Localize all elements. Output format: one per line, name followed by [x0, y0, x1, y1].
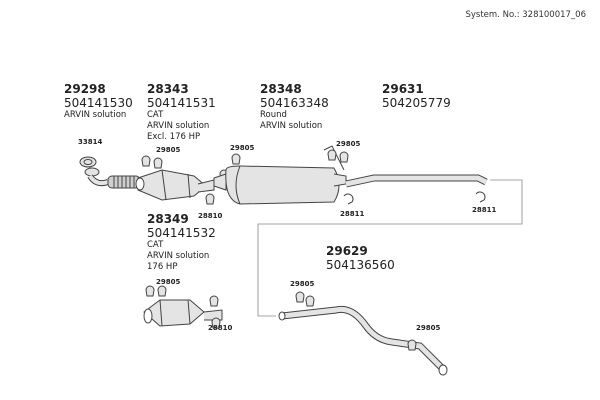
small-part-label: 33814: [78, 138, 103, 146]
small-part-label: 29805: [336, 140, 361, 148]
part-code: 29629: [326, 244, 368, 258]
part-code: 28343: [147, 82, 189, 96]
small-part-label: 29805: [290, 280, 315, 288]
pipe-29631: [345, 174, 488, 188]
part-number: 504141531: [147, 96, 216, 111]
part-code: 28348: [260, 82, 302, 96]
part-description: ARVIN solution: [64, 110, 127, 121]
part-number: 504205779: [382, 96, 451, 111]
tailpipe-29629: [278, 291, 448, 376]
hanger-28811-a: [343, 193, 354, 205]
small-part-label: 29805: [156, 146, 181, 154]
small-part-label: 29805: [156, 278, 181, 286]
catalytic-converter-28343: [135, 169, 215, 205]
part-code: 28349: [147, 212, 189, 226]
clamp-29805-c: [327, 149, 349, 163]
part-number: 504141530: [64, 96, 133, 111]
part-number: 504141532: [147, 226, 216, 241]
small-part-label: 28811: [472, 206, 497, 214]
part-description: CAT ARVIN solution 176 HP: [147, 240, 210, 272]
part-code: 29631: [382, 82, 424, 96]
small-part-label: 28810: [198, 212, 223, 220]
part-number: 504136560: [326, 258, 395, 273]
part-description: Round ARVIN solution: [260, 110, 323, 131]
small-part-label: 29805: [230, 144, 255, 152]
muffler-28348: [213, 145, 347, 205]
part-block-28348: 28348 504163348 Round ARVIN solution: [260, 82, 329, 132]
part-block-29298: 29298 504141530 ARVIN solution: [64, 82, 133, 121]
catalytic-converter-28349: [143, 285, 223, 329]
small-part-label: 28810: [208, 324, 233, 332]
small-part-label: 29805: [416, 324, 441, 332]
part-block-29629: 29629 504136560: [326, 244, 395, 272]
connector-line: [257, 179, 523, 317]
small-part-label: 28811: [340, 210, 365, 218]
part-block-28343: 28343 504141531 CAT ARVIN solution Excl.…: [147, 82, 216, 142]
clamp-29805-a: [141, 155, 163, 169]
hanger-28811-b: [475, 191, 486, 203]
front-pipe-29298: [84, 167, 141, 189]
part-block-29631: 29631 504205779: [382, 82, 451, 110]
part-description: CAT ARVIN solution Excl. 176 HP: [147, 110, 210, 142]
gasket-33814: [79, 156, 97, 168]
part-block-28349: 28349 504141532 CAT ARVIN solution 176 H…: [147, 212, 216, 272]
part-code: 29298: [64, 82, 106, 96]
part-number: 504163348: [260, 96, 329, 111]
system-number: System. No.: 328100017_06: [465, 10, 586, 20]
